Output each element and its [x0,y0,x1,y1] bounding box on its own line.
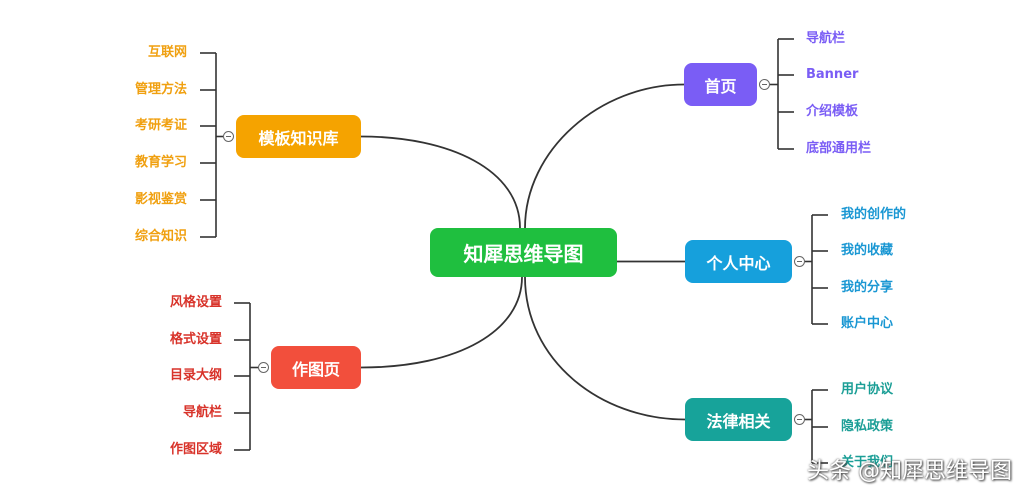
leaf-templates[interactable]: 影视鉴赏 [134,192,187,207]
connector-templates [360,135,521,229]
branch-node-legal[interactable]: 法律相关 [685,398,792,441]
collapse-toggle-icon[interactable] [794,414,805,425]
connector-drawing [360,276,523,369]
bracket-home [770,38,794,150]
leaf-drawing[interactable]: 目录大纲 [169,368,222,383]
branch-node-templates[interactable]: 模板知识库 [236,115,361,158]
leaf-templates[interactable]: 教育学习 [134,155,187,170]
leaf-home[interactable]: 介绍模板 [806,104,859,119]
leaf-templates[interactable]: 互联网 [147,45,187,60]
collapse-toggle-icon[interactable] [759,79,770,90]
leaf-home[interactable]: 底部通用栏 [806,141,872,156]
bracket-personal [805,214,828,325]
leaf-personal[interactable]: 我的创作的 [841,207,907,222]
bracket-legal [805,389,828,464]
leaf-templates[interactable]: 综合知识 [134,229,187,244]
leaf-drawing[interactable]: 导航栏 [182,405,222,420]
leaf-home[interactable]: Banner [806,67,859,82]
leaf-templates[interactable]: 考研考证 [134,118,187,133]
collapse-toggle-icon[interactable] [223,131,234,142]
collapse-toggle-icon[interactable] [794,256,805,267]
leaf-personal[interactable]: 我的收藏 [841,243,894,258]
leaf-legal[interactable]: 关于我们 [841,455,894,470]
leaf-drawing[interactable]: 格式设置 [169,332,222,347]
leaf-personal[interactable]: 账户中心 [841,316,894,331]
connector-legal [524,276,686,421]
center-node[interactable]: 知犀思维导图 [430,228,617,277]
leaf-templates[interactable]: 管理方法 [134,82,187,97]
branch-node-home[interactable]: 首页 [684,63,757,106]
collapse-toggle-icon[interactable] [258,362,269,373]
bracket-drawing [234,302,258,451]
leaf-legal[interactable]: 隐私政策 [841,419,894,434]
leaf-drawing[interactable]: 作图区域 [169,442,222,457]
leaf-home[interactable]: 导航栏 [806,31,846,46]
leaf-personal[interactable]: 我的分享 [841,280,894,295]
leaf-legal[interactable]: 用户协议 [841,382,894,397]
branch-node-personal[interactable]: 个人中心 [685,240,792,283]
branch-node-drawing[interactable]: 作图页 [271,346,361,389]
bracket-templates [200,52,223,238]
watermark: 头条 @知犀思维导图 [807,459,1012,484]
leaf-drawing[interactable]: 风格设置 [169,295,222,310]
connector-home [524,83,685,229]
